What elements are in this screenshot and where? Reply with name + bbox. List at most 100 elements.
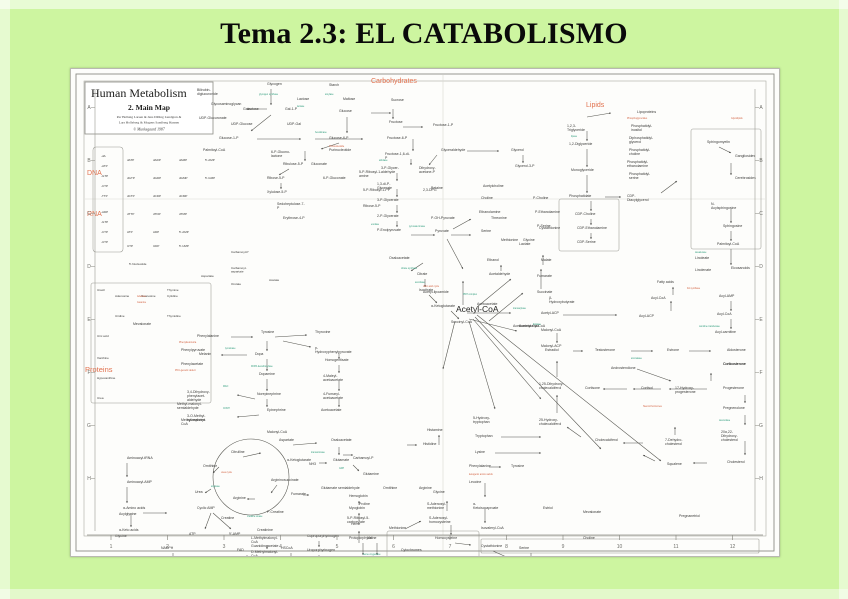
- small-compound-label-12: dTDP: [153, 212, 161, 216]
- small-compound-label-22: -GTP: [101, 174, 108, 178]
- compound-label-12: UDP-Gal: [287, 122, 301, 126]
- compound-label-229: Estrone: [667, 348, 679, 352]
- compound-label-168: Isovaleryl-CoA: [481, 526, 504, 530]
- annotation-label-0: Purinucleotide: [329, 145, 345, 148]
- compound-label-31: Pyruvate: [435, 229, 449, 233]
- compound-label-223: 7-Dehydro-cholesterol: [665, 438, 683, 446]
- compound-label-9: Glucose: [339, 109, 352, 113]
- poster-copyright: © Munksgaard 1987: [133, 127, 166, 132]
- compound-label-74: Phosphatidate: [569, 194, 591, 198]
- small-compound-label-21: -ATP: [101, 164, 108, 168]
- compound-label-219: Pregnenolone: [723, 406, 745, 410]
- compound-label-163: Lysine: [475, 450, 485, 454]
- compound-label-72: 1,2-Diglyceride: [569, 142, 592, 146]
- compound-label-53: Citrate: [417, 272, 427, 276]
- compound-label-61: Malonyl-CoA: [541, 328, 562, 332]
- compound-label-30: P-Enolpyruvate: [377, 228, 401, 232]
- compound-label-84: Sphingomyelin: [707, 140, 730, 144]
- enzyme-label-1: glycogen synthase: [259, 93, 279, 96]
- small-compound-label-6: dGMP: [179, 176, 188, 180]
- compound-label-28: 2-P-Glycerate: [377, 214, 399, 218]
- compound-label-6: Maltose: [343, 97, 355, 101]
- compound-label-142: Ornithine: [383, 486, 397, 490]
- compound-label-96: Palmitoyl-CoA: [203, 148, 226, 152]
- compound-label-51: Succinate: [537, 290, 552, 294]
- compound-label-139: Glutamate: [333, 458, 349, 462]
- compound-label-66: Acetoacetate: [477, 302, 497, 306]
- compound-label-98: 5-P-Ribosyl-1-amine: [359, 170, 382, 178]
- compound-label-94: Acyl-CoA: [717, 312, 732, 316]
- compound-label-25: 1,3-di-P-Glycerate: [377, 182, 392, 190]
- compound-label-55: α-Ketoglutarate: [431, 304, 455, 308]
- human-metabolism-poster: Human Metabolism 2. Main Map Per Hellung…: [70, 68, 780, 557]
- compound-label-149: Guanidinoacetate: [251, 544, 278, 548]
- small-compound-label-29: 5'-Nucleotide: [129, 262, 147, 266]
- small-compound-label-16: 5'-AMP: [179, 230, 189, 234]
- compound-label-128: Carbamoyl-P: [353, 456, 374, 460]
- grid-column-label-9: 9: [562, 544, 565, 550]
- compound-label-82: Phosphatidyl-ethanolamine: [627, 160, 649, 168]
- compound-label-189: Cyclic AMP: [197, 506, 215, 510]
- compound-label-71: Lipoproteins: [637, 110, 656, 114]
- compound-label-162: 5-Hydroxy-tryptophan: [473, 416, 491, 424]
- compound-label-33: Glycine: [523, 238, 535, 242]
- enzyme-label-12: lipase: [571, 136, 578, 138]
- grid-row-label-left-F: F: [87, 370, 90, 376]
- compound-label-191: 5'-AMP: [229, 532, 241, 536]
- grid-row-label-left-E: E: [87, 317, 91, 323]
- grid-row-label-left-G: G: [87, 423, 91, 429]
- compound-label-109: Dopamine: [259, 372, 275, 376]
- metabolic-map-svg: Human Metabolism 2. Main Map Per Hellung…: [71, 69, 779, 556]
- small-compound-label-24: -TTP: [101, 194, 108, 198]
- small-compound-label-17: UTP: [127, 244, 133, 248]
- compound-label-200: FAD: [237, 548, 244, 552]
- compound-label-114: p-Hydroxyphenylpyruvate: [315, 346, 352, 354]
- small-compound-label-10: dCMP: [179, 194, 187, 198]
- small-compound-label-44: Acetate: [269, 278, 280, 282]
- enzyme-label-5: enolase: [371, 224, 380, 226]
- compound-label-59: Acetyl-lipoamide: [423, 290, 449, 294]
- compound-label-105: Tyrosine: [261, 330, 274, 334]
- compound-label-167: α-Ketoisocaproate: [473, 502, 498, 510]
- poster-background: [71, 69, 779, 556]
- grid-column-label-3: 3: [223, 544, 226, 550]
- small-compound-label-11: dTTP: [127, 212, 134, 216]
- grid-row-label-right-A: A: [759, 105, 763, 111]
- compound-label-60: Acetyl-ACP: [541, 311, 560, 315]
- grid-row-label-left-A: A: [87, 105, 91, 111]
- poster-frame: [75, 73, 775, 552]
- compound-label-188: Glycine: [115, 534, 127, 538]
- enzyme-label-26: COMT: [223, 408, 230, 410]
- compound-label-69: β-Hydroxybutyrate: [549, 296, 575, 304]
- small-compound-label-40: Urea: [97, 396, 104, 400]
- enzyme-label-15: arginase: [211, 485, 221, 488]
- compound-label-11: UDP-Glucose: [231, 122, 252, 126]
- compound-label-173: Homocysteine: [435, 536, 457, 540]
- compound-label-225: 25-Hydroxy-cholecalciferol: [539, 418, 561, 426]
- enzyme-label-11: thiolase: [533, 323, 542, 326]
- small-compound-label-42: Orotate: [231, 282, 241, 286]
- compound-label-89: Palmitoyl-CoA: [717, 242, 740, 246]
- small-compound-label-2: dAMP: [179, 158, 187, 162]
- compound-label-213: Androstendione: [611, 366, 636, 370]
- compound-label-36: P-Choline: [533, 196, 548, 200]
- small-compound-label-3: 5'-AMP: [205, 158, 215, 162]
- small-compound-label-13: dTMP: [179, 212, 187, 216]
- compound-label-190: ATP: [189, 532, 196, 536]
- compound-label-58: Ethanol: [487, 258, 499, 262]
- small-compound-label-1: dADP: [153, 158, 161, 162]
- compound-label-150: Hemoglobin: [349, 494, 368, 498]
- compound-label-23: Dihydroxy-acetone-P: [419, 166, 437, 174]
- small-compound-label-39: Hypoxanthine: [97, 376, 116, 380]
- small-compound-label-30: Uracil: [97, 288, 105, 292]
- small-compound-label-26: -GTP: [101, 220, 108, 224]
- compound-label-216: Cortisol: [641, 386, 653, 390]
- grid-row-label-right-H: H: [759, 476, 763, 482]
- enzyme-label-8: aconitase: [415, 281, 426, 284]
- compound-label-106: Thyroxine: [315, 330, 330, 334]
- grid-row-label-left-C: C: [87, 211, 91, 217]
- compound-label-224: Cholecalciferol: [595, 438, 618, 442]
- compound-label-2: UDP-Glucuronate: [199, 116, 227, 120]
- compound-label-217: 17-Hydroxy-progesterone: [675, 386, 696, 394]
- compound-label-146: Creatine: [221, 516, 234, 520]
